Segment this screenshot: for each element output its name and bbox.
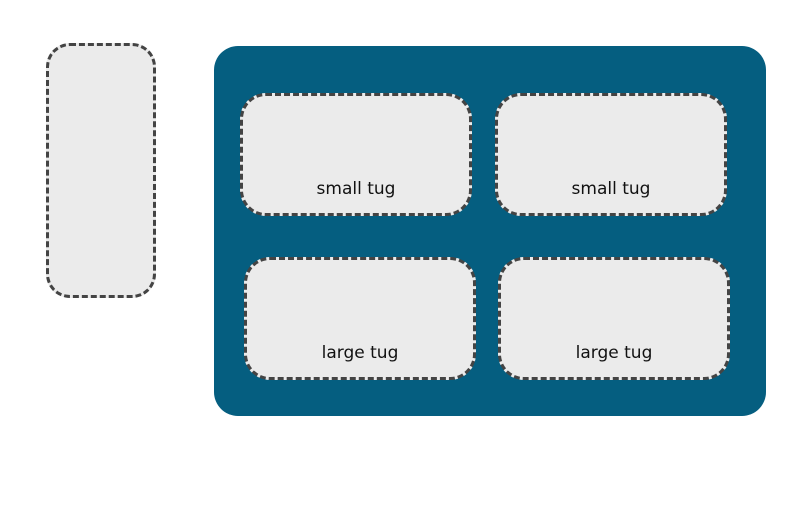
slot-label: small tug [316,179,396,199]
slot-large-tug-1[interactable]: large tug [244,257,476,380]
slot-label: large tug [575,343,653,363]
empty-staging-slot[interactable] [46,43,156,298]
slot-label: large tug [321,343,399,363]
slot-large-tug-2[interactable]: large tug [498,257,730,380]
slot-small-tug-2[interactable]: small tug [495,93,727,216]
slot-small-tug-1[interactable]: small tug [240,93,472,216]
slot-label: small tug [571,179,651,199]
